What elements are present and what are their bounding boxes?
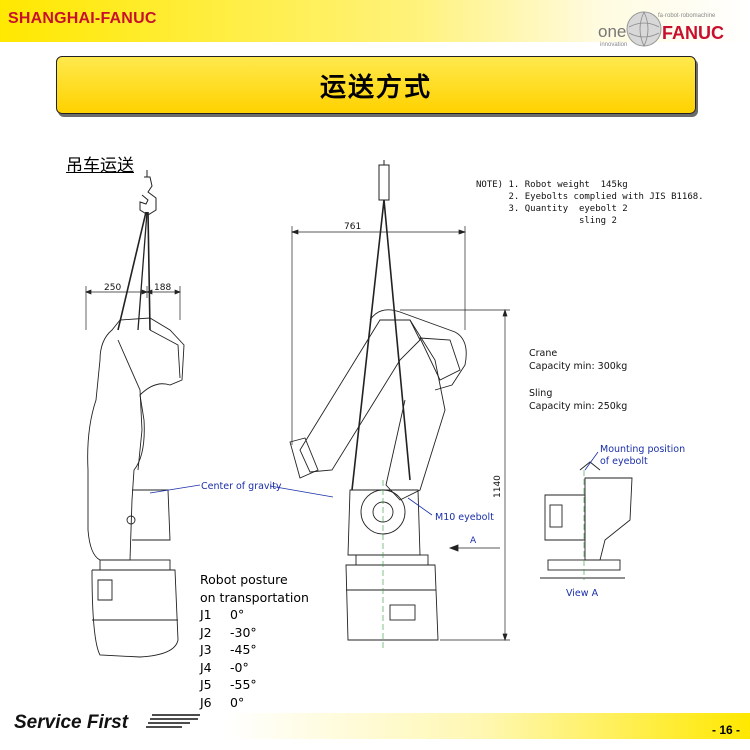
logo-tagline: fa·robot·robomachine bbox=[658, 13, 716, 19]
joint-name: J6 bbox=[200, 694, 212, 710]
robot-front-view bbox=[289, 309, 467, 650]
joint-value: 0° bbox=[230, 607, 245, 622]
page-number: - 16 - bbox=[711, 723, 740, 737]
view-a-drawing bbox=[540, 461, 633, 580]
speed-lines-icon bbox=[146, 714, 200, 728]
joint-name: J3 bbox=[200, 642, 212, 657]
crane-spec: Crane Capacity min: 300kg bbox=[529, 348, 627, 373]
sling-capacity: Capacity min: 250kg bbox=[529, 400, 628, 412]
joint-name: J5 bbox=[200, 677, 212, 692]
sling-mid-1 bbox=[351, 199, 385, 491]
title-bar: 运送方式 bbox=[56, 56, 696, 114]
sling-label: Sling bbox=[529, 388, 553, 399]
joint-value: -45° bbox=[230, 642, 257, 657]
m10-eyebolt-label: M10 eyebolt bbox=[435, 512, 494, 523]
dim-left-b: 188 bbox=[154, 283, 171, 293]
left-dimension bbox=[85, 286, 181, 330]
posture-title-1: Robot posture bbox=[200, 572, 288, 587]
mounting-position-label: Mounting position of eyebolt bbox=[600, 444, 685, 468]
joint-row: J2 -30° bbox=[200, 624, 309, 642]
sling-mid-2 bbox=[383, 199, 411, 481]
mounting-position-line2: of eyebolt bbox=[600, 456, 648, 467]
footer-slogan: Service First bbox=[14, 712, 129, 733]
brand-text: SHANGHAI-FANUC bbox=[8, 10, 157, 27]
joint-row: J6 0° bbox=[200, 694, 309, 712]
view-arrow bbox=[448, 544, 500, 552]
joint-value: 0° bbox=[230, 694, 245, 710]
crane-label: Crane bbox=[529, 348, 558, 359]
sling-spec: Sling Capacity min: 250kg bbox=[529, 388, 627, 413]
note-line: 3. Quantity eyebolt 2 bbox=[476, 204, 628, 214]
note-line: NOTE) 1. Robot weight 145kg bbox=[476, 180, 628, 190]
header-band bbox=[0, 0, 750, 42]
joint-row: J4 -0° bbox=[200, 659, 309, 677]
joint-value: -0° bbox=[230, 659, 249, 675]
posture-block: Robot posture on transportation J1 0° J2 -… bbox=[200, 571, 309, 711]
width-dimension bbox=[290, 226, 467, 445]
eyebolt-leader bbox=[407, 497, 433, 516]
sling-left-1 bbox=[117, 211, 147, 331]
robot-side-view bbox=[87, 317, 185, 658]
crane-hook-left bbox=[139, 170, 157, 216]
joint-row: J1 0° bbox=[200, 606, 309, 624]
mounting-leader bbox=[584, 451, 599, 471]
crane-capacity: Capacity min: 300kg bbox=[529, 360, 628, 372]
view-arrow-label: A bbox=[470, 536, 477, 546]
joint-row: J3 -45° bbox=[200, 641, 309, 659]
joint-value: -55° bbox=[230, 677, 257, 692]
note-line: 2. Eyebolts complied with JIS B1168. bbox=[476, 192, 704, 202]
section-subtitle: 吊车运送 bbox=[66, 156, 134, 176]
note-block: NOTE) 1. Robot weight 145kg 2. Eyebolts … bbox=[476, 179, 704, 227]
footer-band bbox=[0, 713, 750, 739]
joint-name: J2 bbox=[200, 624, 212, 640]
dim-left-a: 250 bbox=[104, 283, 121, 293]
sling-left-2 bbox=[147, 211, 151, 331]
posture-title-2: on transportation bbox=[200, 589, 309, 605]
center-of-gravity-label: Center of gravity bbox=[201, 481, 282, 492]
cog-leader bbox=[149, 484, 334, 498]
logo-one: one bbox=[598, 22, 626, 41]
view-a-label: View A bbox=[566, 588, 599, 599]
joint-name: J4 bbox=[200, 659, 212, 675]
fanuc-logo: one innovation fa·robot·robomachine FANU… bbox=[598, 11, 724, 48]
note-line: sling 2 bbox=[476, 216, 617, 226]
service-first-logo: Service First bbox=[14, 712, 200, 733]
logo-innovation: innovation bbox=[600, 42, 627, 48]
height-dimension bbox=[400, 308, 510, 642]
joint-name: J1 bbox=[200, 607, 212, 622]
sling-left-3 bbox=[137, 211, 148, 331]
dim-width: 761 bbox=[344, 222, 361, 232]
crane-hook-middle bbox=[378, 160, 390, 201]
dim-height: 1140 bbox=[493, 475, 503, 498]
joint-value: -30° bbox=[230, 624, 257, 640]
page-title: 运送方式 bbox=[319, 72, 432, 103]
logo-fanuc: FANUC bbox=[662, 23, 724, 43]
joint-row: J5 -55° bbox=[200, 676, 309, 694]
mounting-position-line1: Mounting position bbox=[600, 444, 686, 455]
